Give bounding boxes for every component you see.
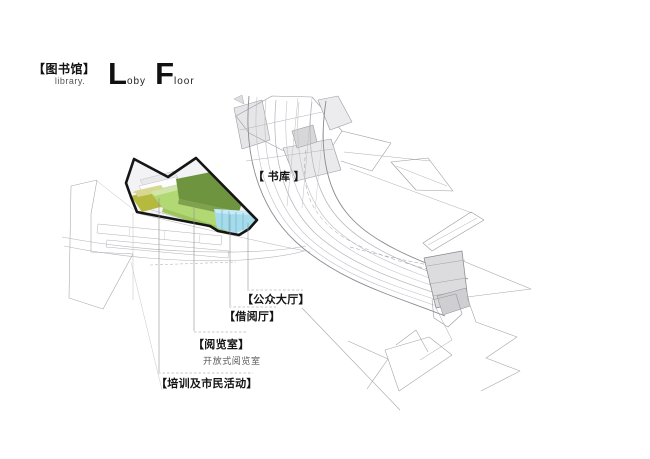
- bottom-right-wireframe: [301, 260, 532, 411]
- building-outline: [124, 156, 259, 237]
- floor-letter-l: L: [108, 56, 127, 91]
- floor-letter-f: F: [155, 56, 174, 91]
- label-public-hall: 【公众大厅】: [242, 294, 310, 306]
- label-leader-lines: [158, 198, 303, 374]
- band-end-block: [419, 250, 471, 361]
- left-site-wireframe: [61, 179, 307, 391]
- label-training-civic: 【培训及市民活动】: [156, 378, 258, 390]
- label-borrow-hall: 【借阅厅】: [224, 311, 281, 323]
- label-reading-room: 【阅览室】: [193, 339, 250, 351]
- page-title: 【图书馆】: [33, 62, 96, 76]
- label-open-reading-room: 开放式阅览室: [203, 356, 261, 366]
- floor-text-oby: oby: [126, 76, 147, 87]
- public-hall-area: [214, 209, 256, 233]
- page-subtitle: library.: [54, 76, 86, 86]
- label-book-stack: 【 书库 】: [253, 171, 305, 183]
- floor-title: Loby Floor: [108, 56, 195, 92]
- floor-text-loor: loor: [174, 76, 195, 87]
- curved-ribbon-band: [247, 95, 469, 317]
